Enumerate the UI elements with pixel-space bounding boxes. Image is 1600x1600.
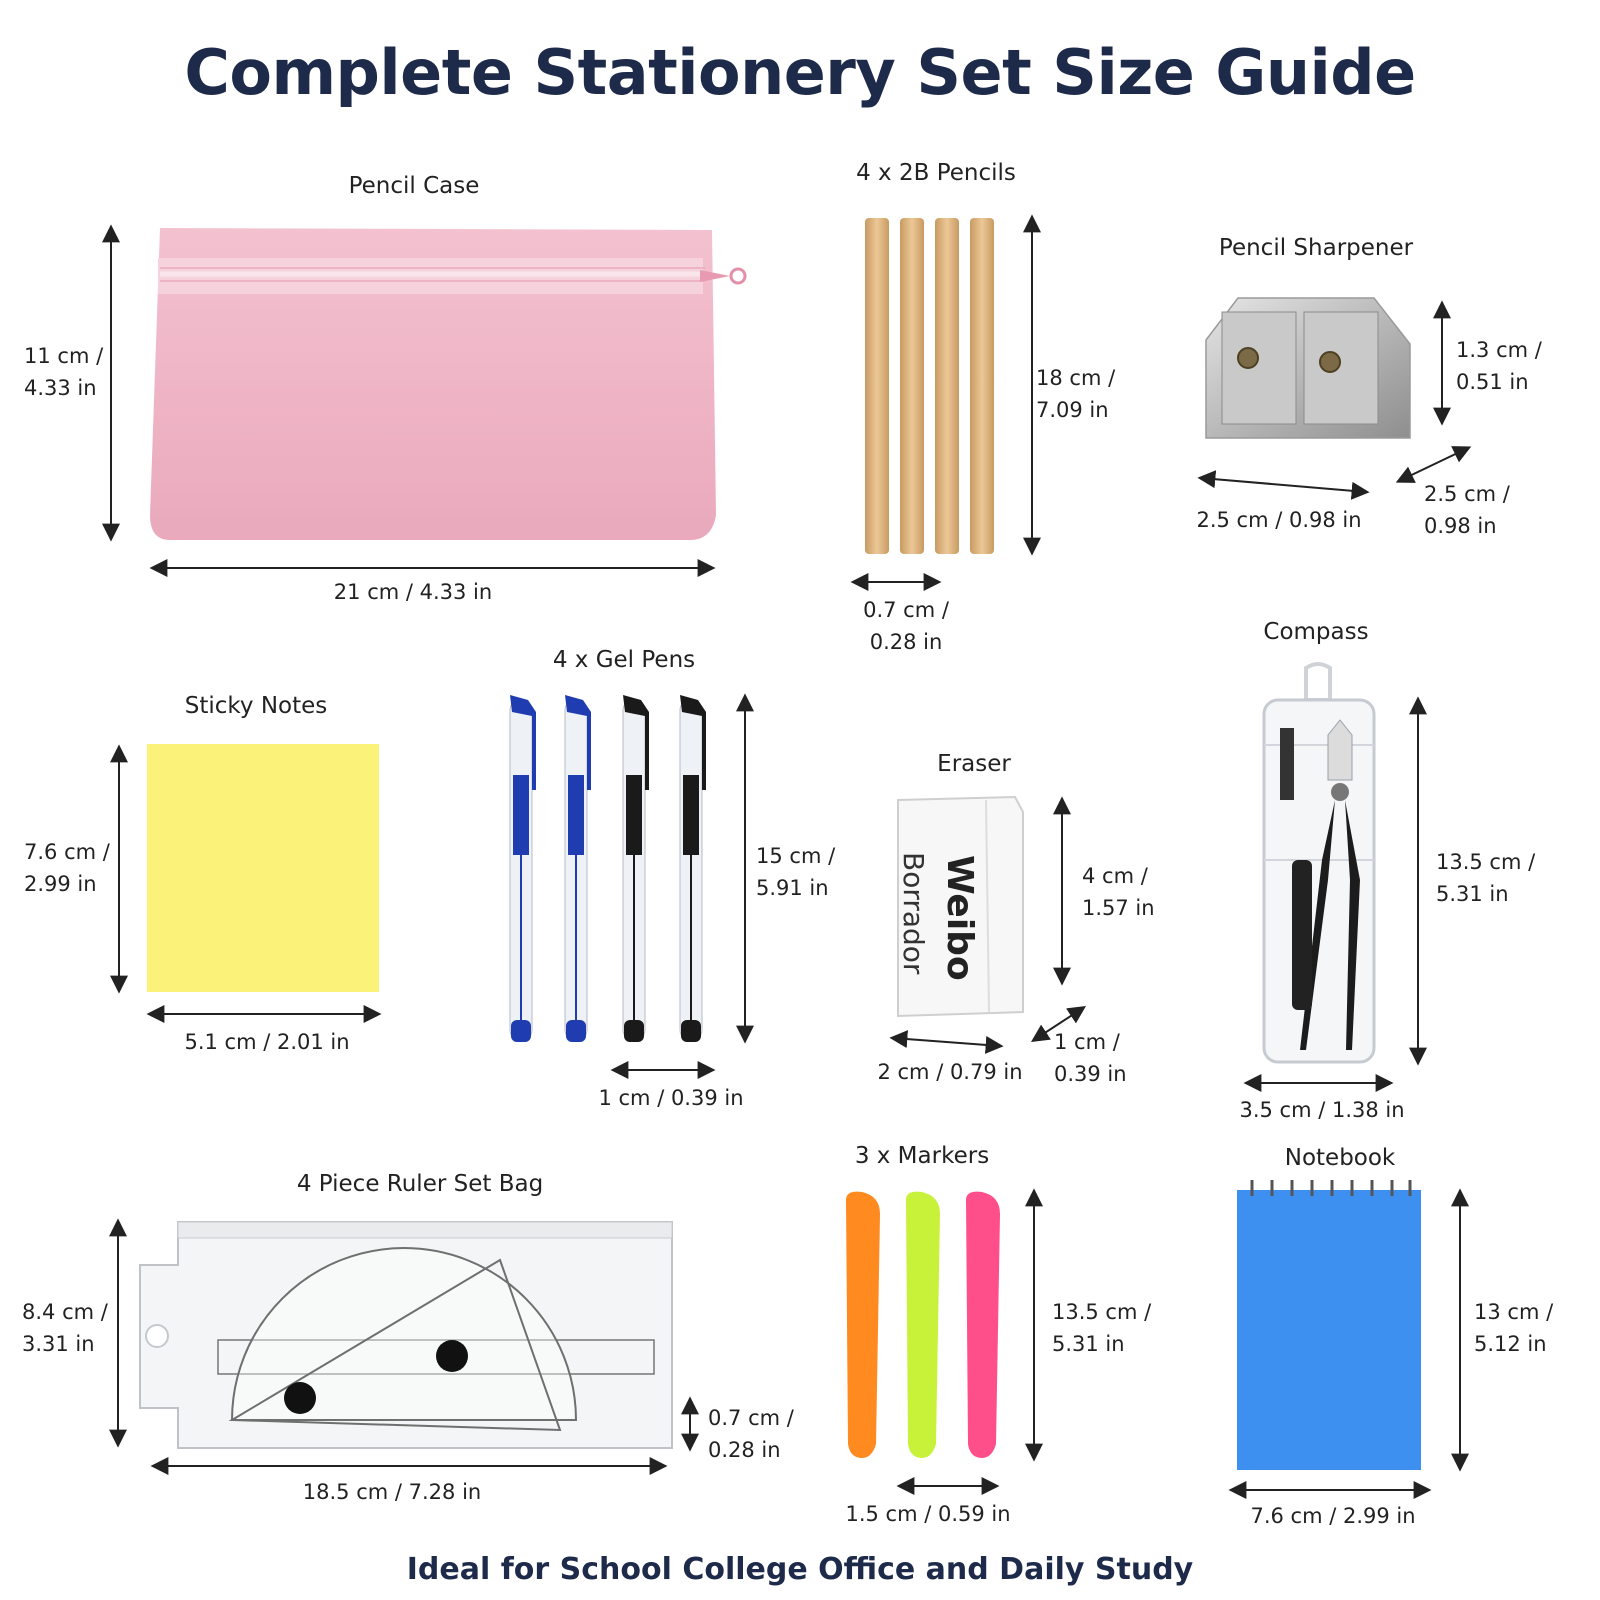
compass-width-label: 3.5 cm / 1.38 in (1239, 1098, 1405, 1122)
ruler-set-depth-label: 0.7 cm / 0.28 in (708, 1406, 794, 1462)
pencil-case-image (150, 228, 747, 540)
marker-pink (966, 1191, 1000, 1458)
marker-orange (846, 1191, 880, 1458)
notebook-dimensions (1228, 1188, 1469, 1499)
notebook-image (1237, 1180, 1421, 1470)
pencils-dimensions (850, 214, 1041, 591)
eraser-depth-label: 1 cm / 0.39 in (1054, 1030, 1127, 1086)
gel-pen-black-1 (622, 695, 649, 1042)
sharpener-dimensions (1197, 300, 1472, 500)
page-title: Complete Stationery Set Size Guide (184, 36, 1416, 109)
pencil-case-width-label: 21 cm / 4.33 in (333, 580, 493, 604)
markers-height-label: 13.5 cm / 5.31 in (1052, 1300, 1152, 1356)
eraser-width-label: 2 cm / 0.79 in (877, 1060, 1023, 1084)
sticky-notes-height-label: 7.6 cm / 2.99 in (24, 840, 110, 896)
pencil-case-heading: Pencil Case (348, 173, 480, 199)
gel-pens-heading: 4 x Gel Pens (552, 647, 696, 673)
markers-dimensions (896, 1188, 1043, 1495)
gel-pen-blue-1 (509, 695, 536, 1042)
gel-pen-black-2 (679, 695, 706, 1042)
notebook-height-label: 13 cm / 5.12 in (1474, 1300, 1554, 1356)
compass-image (1262, 662, 1376, 1064)
sharpener-heading: Pencil Sharpener (1218, 235, 1414, 261)
compass-height-label: 13.5 cm / 5.31 in (1436, 850, 1536, 906)
pencil-case-dimensions (102, 224, 716, 577)
ruler-set-height-label: 8.4 cm / 3.31 in (22, 1300, 108, 1356)
marker-green (906, 1191, 940, 1458)
gel-pen-blue-2 (564, 695, 591, 1042)
ruler-set-heading: 4 Piece Ruler Set Bag (296, 1171, 544, 1197)
pencils-width-label: 0.7 cm / 0.28 in (863, 598, 949, 654)
sticky-notes-dimensions (110, 744, 382, 1023)
eraser-label-text: Borrador (897, 852, 930, 975)
pencils-image (865, 218, 994, 554)
sharpener-depth-label: 2.5 cm / 0.98 in (1424, 482, 1510, 538)
sharpener-image (1205, 297, 1411, 439)
notebook-heading: Notebook (1284, 1145, 1396, 1171)
pencil-case-height-label: 11 cm / 4.33 in (24, 344, 104, 400)
eraser-brand-text: Weibo (939, 855, 980, 981)
notebook-width-label: 7.6 cm / 2.99 in (1250, 1504, 1416, 1528)
markers-heading: 3 x Markers (854, 1143, 990, 1169)
sharpener-width-label: 2.5 cm / 0.98 in (1196, 508, 1362, 532)
eraser-heading: Eraser (937, 751, 1011, 777)
pencils-heading: 4 x 2B Pencils (856, 160, 1016, 186)
compass-dimensions (1243, 696, 1427, 1092)
markers-image (846, 1191, 1000, 1458)
compass-heading: Compass (1263, 619, 1369, 645)
markers-width-label: 1.5 cm / 0.59 in (845, 1502, 1011, 1526)
gel-pens-dimensions (610, 693, 754, 1079)
sticky-notes-image (147, 744, 379, 992)
ruler-set-dimensions (109, 1218, 699, 1475)
eraser-dimensions (889, 796, 1087, 1054)
pencils-height-label: 18 cm / 7.09 in (1036, 366, 1116, 422)
ruler-set-width-label: 18.5 cm / 7.28 in (302, 1480, 482, 1504)
sharpener-height-label: 1.3 cm / 0.51 in (1456, 338, 1542, 394)
gel-pens-width-label: 1 cm / 0.39 in (598, 1086, 744, 1110)
eraser-height-label: 4 cm / 1.57 in (1082, 864, 1155, 920)
gel-pens-image (509, 695, 706, 1042)
sticky-notes-width-label: 5.1 cm / 2.01 in (184, 1030, 350, 1054)
gel-pens-height-label: 15 cm / 5.91 in (756, 844, 836, 900)
eraser-image: Weibo Borrador (897, 795, 1024, 1018)
ruler-set-bag-image (139, 1221, 673, 1449)
footer-tagline: Ideal for School College Office and Dail… (406, 1552, 1194, 1587)
sticky-notes-heading: Sticky Notes (184, 693, 328, 719)
